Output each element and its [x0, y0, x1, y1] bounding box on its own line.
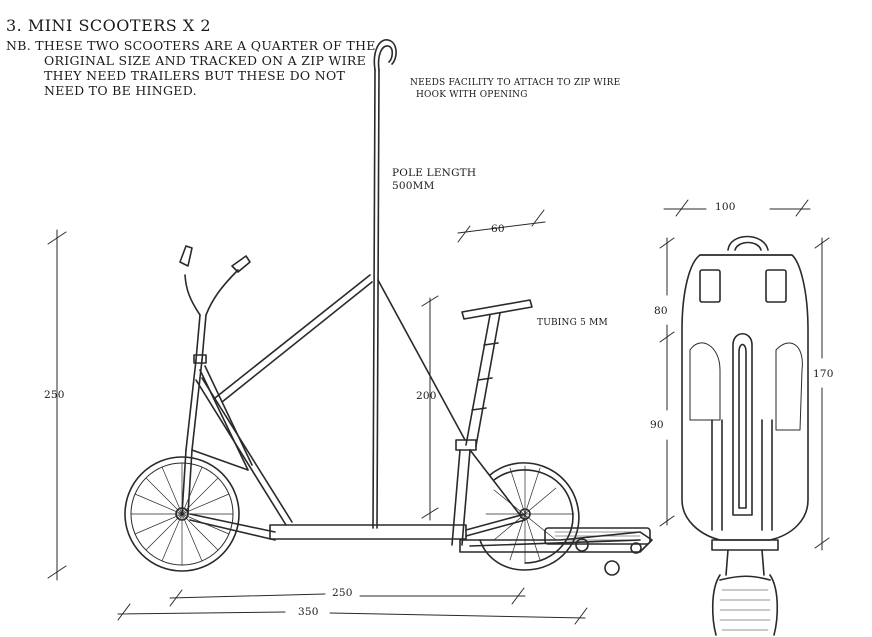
zip-attach-note: NEEDS FACILITY TO ATTACH TO ZIP WIRE [410, 78, 621, 88]
dimension-200: 200 [416, 390, 437, 402]
dimension-100: 100 [715, 201, 736, 213]
pole-length-label: POLE LENGTH [392, 167, 477, 179]
pole-length-value: 500MM [392, 180, 435, 192]
tubing-note: TUBING 5 MM [537, 318, 608, 328]
dimension-170: 170 [813, 368, 834, 380]
hook-note: HOOK WITH OPENING [416, 90, 528, 100]
note-line: ORIGINAL SIZE AND TRACKED ON A ZIP WIRE [44, 53, 366, 68]
note-line: NEED TO BE HINGED. [44, 83, 197, 98]
large-scooter [124, 245, 580, 572]
note-text: NB. THESE TWO SCOOTERS ARE A QUARTER OF … [6, 38, 386, 98]
diagram-title: 3. MINI SCOOTERS X 2 [6, 16, 211, 35]
dimension-250-height: 250 [44, 389, 65, 401]
mini-scooter [451, 299, 653, 576]
dimension-350: 350 [298, 606, 319, 618]
note-line: NB. THESE TWO SCOOTERS ARE A QUARTER OF … [6, 38, 376, 53]
dimension-90: 90 [650, 419, 664, 431]
dimension-lines [47, 199, 830, 625]
zip-wire-pole [214, 39, 466, 529]
dimension-80: 80 [654, 305, 668, 317]
dimension-60: 60 [491, 223, 505, 235]
front-view [681, 235, 809, 636]
dimension-250-width: 250 [332, 587, 353, 599]
note-line: THEY NEED TRAILERS BUT THESE DO NOT [44, 68, 346, 83]
